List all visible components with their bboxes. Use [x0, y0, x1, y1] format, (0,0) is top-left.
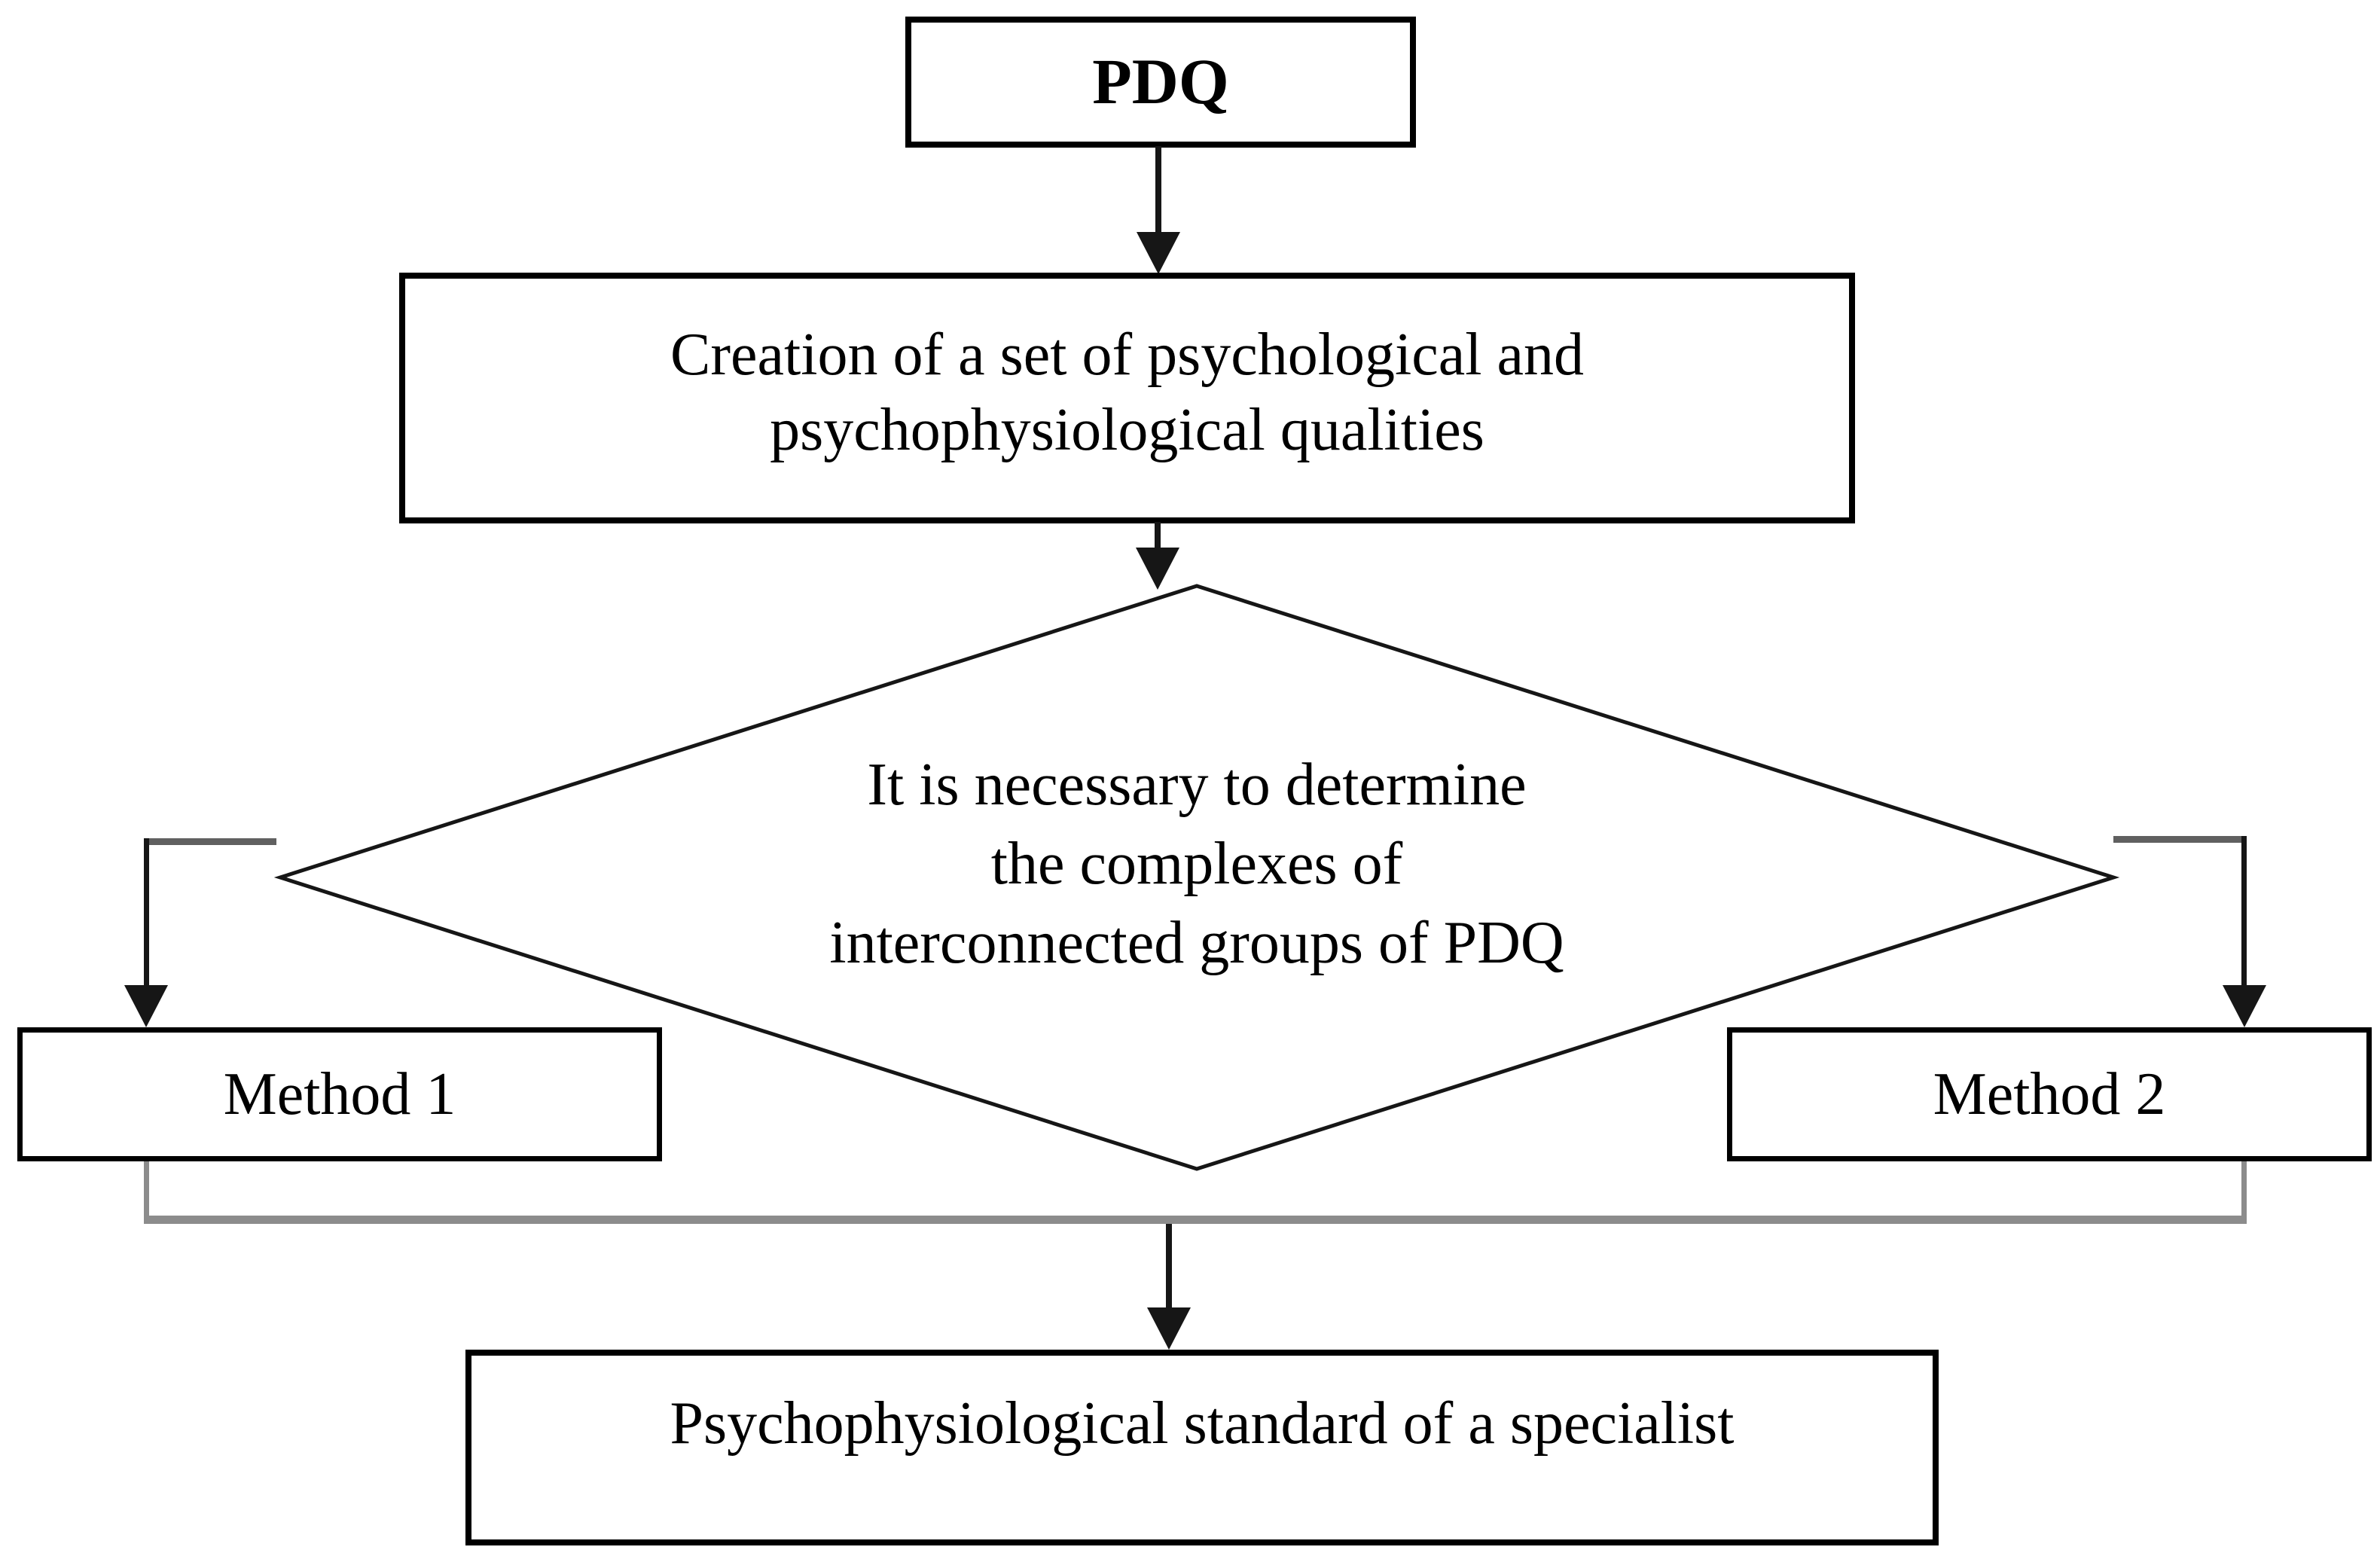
arrow-pdq-to-creation-head-icon — [1137, 232, 1180, 274]
node-decision-line3: interconnected groups of PDQ — [829, 910, 1564, 976]
arrow-decision-to-method2-head-icon — [2223, 985, 2266, 1027]
node-creation: Creation of a set of psychological and p… — [399, 273, 1855, 523]
decision-diamond-shape — [273, 584, 2120, 1171]
node-decision-line1: It is necessary to determine — [867, 752, 1527, 818]
arrow-merge-to-standard-line — [1166, 1224, 1172, 1310]
connector-decision-to-method1-hline — [144, 838, 276, 845]
node-standard: Psychophysiological standard of a specia… — [465, 1350, 1939, 1545]
connector-decision-to-method2-hline — [2113, 836, 2246, 843]
node-pdq: PDQ — [905, 17, 1416, 148]
arrow-merge-to-standard-head-icon — [1147, 1307, 1191, 1350]
connector-method1-down-vline — [144, 1161, 149, 1222]
arrow-pdq-to-creation-line — [1155, 146, 1161, 236]
node-standard-label: Psychophysiological standard of a specia… — [670, 1390, 1735, 1457]
node-method2: Method 2 — [1727, 1027, 2372, 1161]
arrow-creation-to-decision-line — [1155, 522, 1161, 552]
node-decision-line2: the complexes of — [990, 831, 1403, 897]
arrow-creation-to-decision-head-icon — [1136, 548, 1179, 590]
connector-decision-to-method1-vline — [144, 838, 149, 989]
node-decision-text: It is necessary to determine the complex… — [452, 746, 1942, 983]
node-creation-line2: psychophysiological qualities — [770, 397, 1484, 463]
node-method1: Method 1 — [17, 1027, 662, 1161]
node-method1-label: Method 1 — [223, 1061, 456, 1127]
connector-method2-down-vline — [2241, 1161, 2247, 1222]
node-method2-label: Method 2 — [1933, 1061, 2166, 1127]
connector-decision-to-method2-vline — [2241, 836, 2247, 989]
connector-merge-hline — [144, 1216, 2247, 1224]
node-creation-line1: Creation of a set of psychological and — [670, 322, 1584, 388]
arrow-decision-to-method1-head-icon — [124, 985, 168, 1027]
node-pdq-label: PDQ — [1092, 45, 1229, 118]
